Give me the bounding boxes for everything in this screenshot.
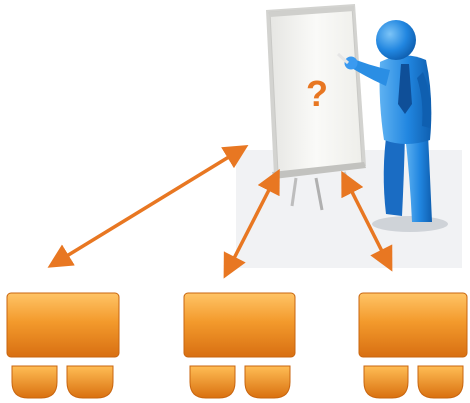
audience-group-middle (183, 292, 296, 399)
presenter-figure (336, 20, 448, 232)
presenter-head (376, 20, 416, 60)
audience-chair (189, 365, 236, 399)
audience-table (183, 292, 296, 358)
audience-table (358, 292, 468, 358)
audience-chair (244, 365, 291, 399)
audience-table (6, 292, 120, 358)
audience-group-left (6, 292, 120, 399)
audience-chair (11, 365, 58, 399)
arrow-presenter-to-right-table (341, 170, 393, 272)
audience-chair (417, 365, 464, 399)
question-mark: ? (306, 73, 328, 114)
arrow-presenter-to-left-table (47, 144, 249, 268)
audience-chair (66, 365, 114, 399)
audience-chair (363, 365, 409, 399)
flipchart-easel: ? (266, 4, 366, 211)
audience-group-right (358, 292, 468, 399)
arrow-presenter-to-middle-table (223, 168, 280, 279)
